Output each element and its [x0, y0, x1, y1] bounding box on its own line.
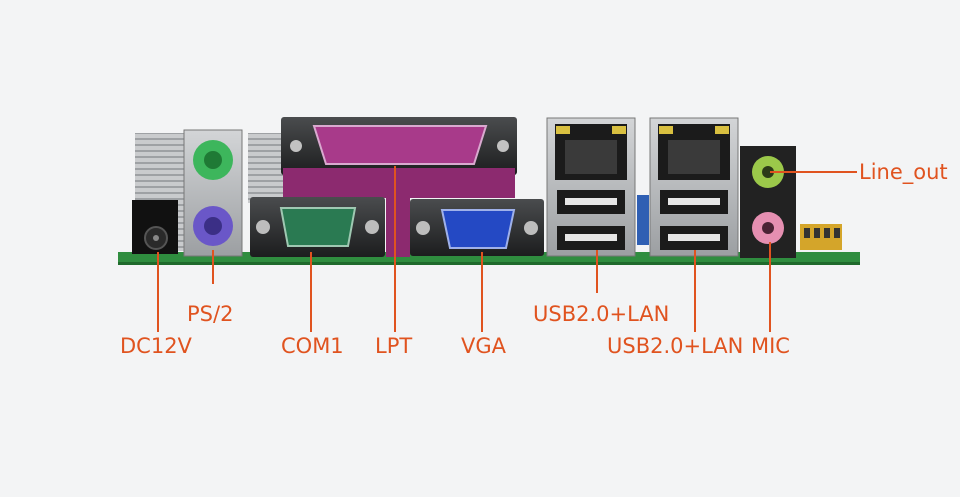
- heatsink-right: [248, 133, 284, 203]
- usb-lan-stack-2: [637, 117, 739, 257]
- label-usb-lan-2: USB2.0+LAN: [607, 334, 744, 358]
- com1-port: [250, 197, 385, 257]
- dc-jack: [132, 200, 178, 254]
- label-dc12v: DC12V: [120, 334, 192, 358]
- pin-header: [800, 224, 842, 250]
- vga-port: [410, 199, 544, 256]
- lpt-port: [281, 117, 517, 257]
- label-line-out: Line_out: [859, 160, 948, 184]
- leader-lines: [157, 166, 857, 332]
- label-ps2: PS/2: [187, 302, 234, 326]
- ps2-ports: [183, 129, 243, 257]
- usb-lan-stack-1: [546, 117, 636, 257]
- label-lpt: LPT: [375, 334, 413, 358]
- label-usb-lan-1: USB2.0+LAN: [533, 302, 670, 326]
- audio-jacks: [740, 146, 796, 258]
- label-mic: MIC: [751, 334, 790, 358]
- label-com1: COM1: [281, 334, 344, 358]
- label-vga: VGA: [461, 334, 507, 358]
